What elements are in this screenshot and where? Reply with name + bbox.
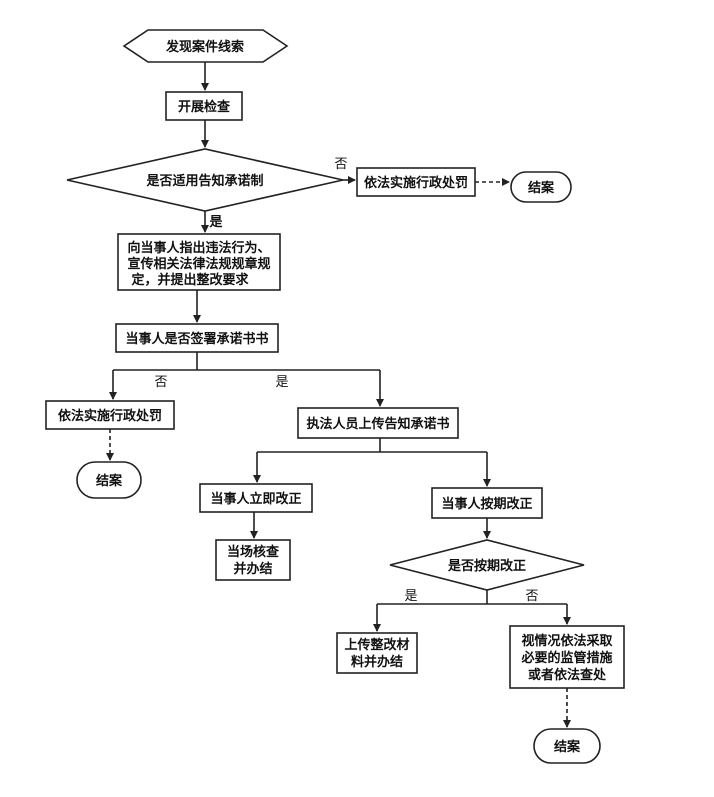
start-shape <box>122 29 289 63</box>
immediate-label: 当事人立即改正 <box>210 491 301 507</box>
start-label: 发现案件线索 <box>165 39 244 55</box>
inspect-label: 开展检查 <box>178 99 231 115</box>
deadline-box <box>431 487 543 519</box>
immediate-box <box>199 483 313 513</box>
verify-box <box>215 539 291 581</box>
point-out-line-1: 向当事人指出违法行为、 <box>127 240 270 256</box>
end-left-shape <box>76 461 142 499</box>
measures-line-1: 视情况依法采取 <box>521 633 613 649</box>
measures-line-2: 必要的监管措施 <box>520 650 612 666</box>
end-left-label: 结案 <box>96 473 123 489</box>
inspect-box <box>165 91 243 121</box>
branch-yes-sign: 是 <box>275 375 288 390</box>
branch-yes-top: 是 <box>208 215 223 230</box>
penalty-top-box <box>356 167 476 197</box>
upload-material-line-1: 上传整改材 <box>344 637 409 653</box>
penalty-left-box <box>45 400 175 430</box>
point-out-box <box>117 233 281 291</box>
deadline-label: 当事人按期改正 <box>441 496 532 512</box>
decision-deadline-shape <box>389 539 585 591</box>
measures-box <box>509 625 625 689</box>
end-bottom-shape <box>533 728 601 764</box>
branch-no-deadline: 否 <box>525 589 538 604</box>
verify-line-2: 并办结 <box>233 561 272 577</box>
penalty-top-label: 依法实施行政处罚 <box>364 175 468 191</box>
decision-sign-label: 当事人是否签署承诺书书 <box>125 331 268 347</box>
branch-yes-deadline: 是 <box>404 589 417 604</box>
upload-promise-box <box>297 407 459 439</box>
penalty-left-label: 依法实施行政处罚 <box>58 408 162 424</box>
verify-line-1: 当场核查 <box>227 544 280 560</box>
decision-sign-box <box>115 323 279 353</box>
measures-line-3: 或者依法查处 <box>528 667 607 683</box>
branch-no-sign: 否 <box>154 375 167 390</box>
upload-material-box <box>336 632 418 674</box>
decision-applicable-label: 是否适用告知承诺制 <box>145 173 263 189</box>
end-bottom-label: 结案 <box>554 739 581 755</box>
point-out-line-3: 定，并提出整改要求 <box>130 272 249 288</box>
upload-material-line-2: 料并办结 <box>351 654 403 670</box>
end-top-label: 结案 <box>528 180 555 196</box>
end-top-shape <box>510 171 572 203</box>
decision-deadline-label: 是否按期改正 <box>447 558 526 574</box>
upload-promise-label: 执法人员上传告知承诺书 <box>306 416 449 432</box>
point-out-line-2: 宣传相关法律法规规章规 <box>127 256 270 272</box>
branch-no-top: 否 <box>334 157 347 172</box>
